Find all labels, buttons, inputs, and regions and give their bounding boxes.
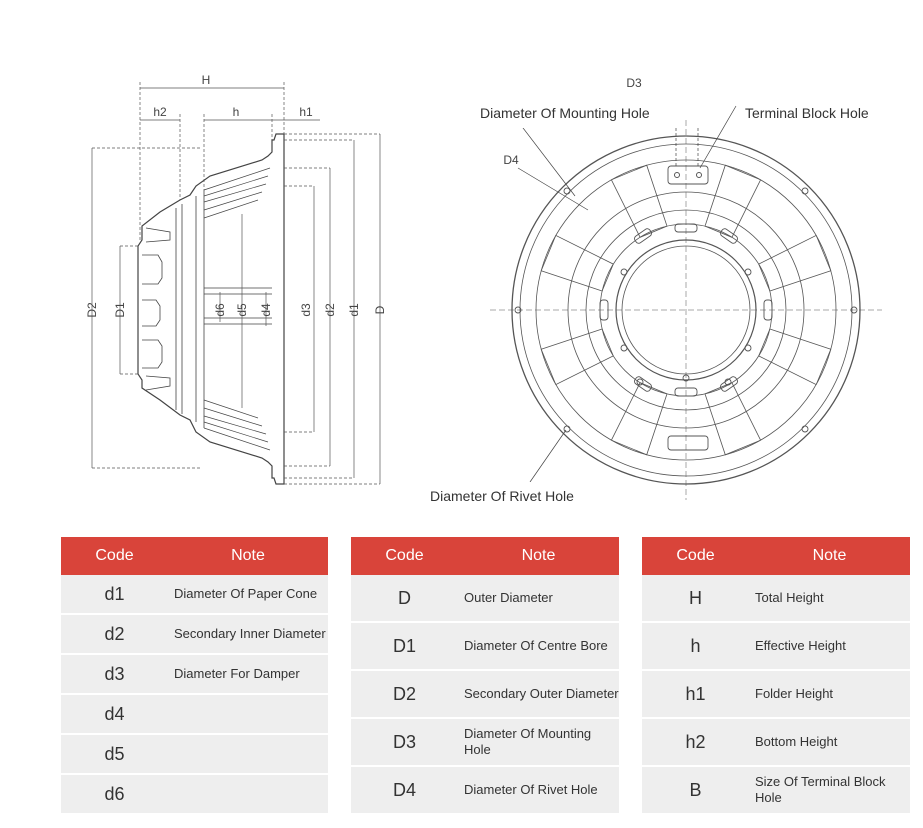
- code-cell: h1: [642, 671, 749, 717]
- note-cell: Diameter Of Centre Bore: [458, 623, 619, 669]
- front-view: D3 D4 Diameter Of Mounting Hole Terminal…: [426, 76, 884, 506]
- code-cell: D1: [351, 623, 458, 669]
- table-row: D2 Secondary Outer Diameter: [351, 671, 619, 717]
- dim-label-d5: d5: [235, 303, 249, 317]
- code-cell: d2: [61, 615, 168, 653]
- dim-label-d4: d4: [259, 303, 273, 317]
- table-row: d5: [61, 735, 328, 773]
- table-row: h Effective Height: [642, 623, 910, 669]
- note-cell: Outer Diameter: [458, 575, 619, 621]
- table-row: d6: [61, 775, 328, 813]
- callout-mounting-hole: Diameter Of Mounting Hole: [480, 105, 650, 121]
- table-header-row: Code Note: [642, 537, 910, 575]
- code-cell: d3: [61, 655, 168, 693]
- basket-spoke: [758, 234, 832, 292]
- note-cell: [168, 775, 328, 813]
- note-cell: Diameter Of Rivet Hole: [458, 767, 619, 813]
- note-cell: Secondary Outer Diameter: [458, 671, 619, 717]
- table-row: h2 Bottom Height: [642, 719, 910, 765]
- dim-label-d6: d6: [213, 303, 227, 317]
- code-cell: D2: [351, 671, 458, 717]
- table-row: d4: [61, 695, 328, 733]
- dim-label-H: H: [202, 73, 211, 87]
- code-cell: D3: [351, 719, 458, 765]
- code-cell: d5: [61, 735, 168, 773]
- dim-label-D1: D1: [113, 302, 127, 318]
- table-header-row: Code Note: [351, 537, 619, 575]
- callout-rivet-hole: Diameter Of Rivet Hole: [430, 488, 574, 504]
- dim-label-d1: d1: [347, 303, 361, 317]
- table-header-row: Code Note: [61, 537, 328, 575]
- code-cell: D: [351, 575, 458, 621]
- table-header-note: Note: [749, 537, 910, 575]
- dim-label-d2: d2: [323, 303, 337, 317]
- spec-table-large-D: Code Note D Outer Diameter D1 Diameter O…: [351, 537, 619, 813]
- table-row: D Outer Diameter: [351, 575, 619, 621]
- table-header-note: Note: [168, 537, 328, 575]
- note-cell: Folder Height: [749, 671, 910, 717]
- table-header-code: Code: [61, 537, 168, 575]
- table-row: h1 Folder Height: [642, 671, 910, 717]
- table-row: D1 Diameter Of Centre Bore: [351, 623, 619, 669]
- basket-spoke: [758, 328, 832, 386]
- table-header-code: Code: [351, 537, 458, 575]
- note-cell: [168, 735, 328, 773]
- note-cell: Bottom Height: [749, 719, 910, 765]
- callout-terminal-block-hole: Terminal Block Hole: [745, 105, 869, 121]
- basket-spoke: [610, 382, 668, 456]
- code-cell: d4: [61, 695, 168, 733]
- dim-label-h2: h2: [153, 105, 167, 119]
- note-cell: Effective Height: [749, 623, 910, 669]
- note-cell: Total Height: [749, 575, 910, 621]
- code-cell: d6: [61, 775, 168, 813]
- basket-spoke: [704, 164, 762, 238]
- code-cell: h2: [642, 719, 749, 765]
- note-cell: Diameter For Damper: [168, 655, 328, 693]
- basket-spoke: [704, 382, 762, 456]
- note-cell: [168, 695, 328, 733]
- dim-label-D2: D2: [85, 302, 99, 318]
- code-cell: d1: [61, 575, 168, 613]
- table-row: H Total Height: [642, 575, 910, 621]
- dim-label-D4: D4: [503, 153, 519, 167]
- dim-label-D: D: [373, 305, 387, 314]
- table-header-code: Code: [642, 537, 749, 575]
- side-view: H h2 h h1 D2 D1 d6 d5 d4 d3 d2 d1 D: [85, 73, 387, 485]
- table-row: B Size Of Terminal Block Hole: [642, 767, 910, 813]
- technical-drawing: H h2 h h1 D2 D1 d6 d5 d4 d3 d2 d1 D: [85, 73, 884, 506]
- table-row: d2 Secondary Inner Diameter: [61, 615, 328, 653]
- code-cell: h: [642, 623, 749, 669]
- dim-label-h1: h1: [299, 105, 313, 119]
- table-row: D3 Diameter Of Mounting Hole: [351, 719, 619, 765]
- table-row: d3 Diameter For Damper: [61, 655, 328, 693]
- note-cell: Diameter Of Mounting Hole: [458, 719, 619, 765]
- table-header-note: Note: [458, 537, 619, 575]
- basket-spoke: [610, 164, 668, 238]
- note-cell: Diameter Of Paper Cone: [168, 575, 328, 613]
- code-cell: H: [642, 575, 749, 621]
- spec-table-small-d: Code Note d1 Diameter Of Paper Cone d2 S…: [61, 537, 328, 813]
- dim-label-d3: d3: [299, 303, 313, 317]
- table-row: D4 Diameter Of Rivet Hole: [351, 767, 619, 813]
- basket-spoke: [540, 328, 614, 386]
- note-cell: Size Of Terminal Block Hole: [749, 767, 910, 813]
- code-cell: D4: [351, 767, 458, 813]
- dim-label-h: h: [233, 105, 240, 119]
- dim-label-D3: D3: [626, 76, 642, 90]
- note-cell: Secondary Inner Diameter: [168, 615, 328, 653]
- spec-table-heights: Code Note H Total Height h Effective Hei…: [642, 537, 910, 813]
- code-cell: B: [642, 767, 749, 813]
- table-row: d1 Diameter Of Paper Cone: [61, 575, 328, 613]
- basket-spoke: [540, 234, 614, 292]
